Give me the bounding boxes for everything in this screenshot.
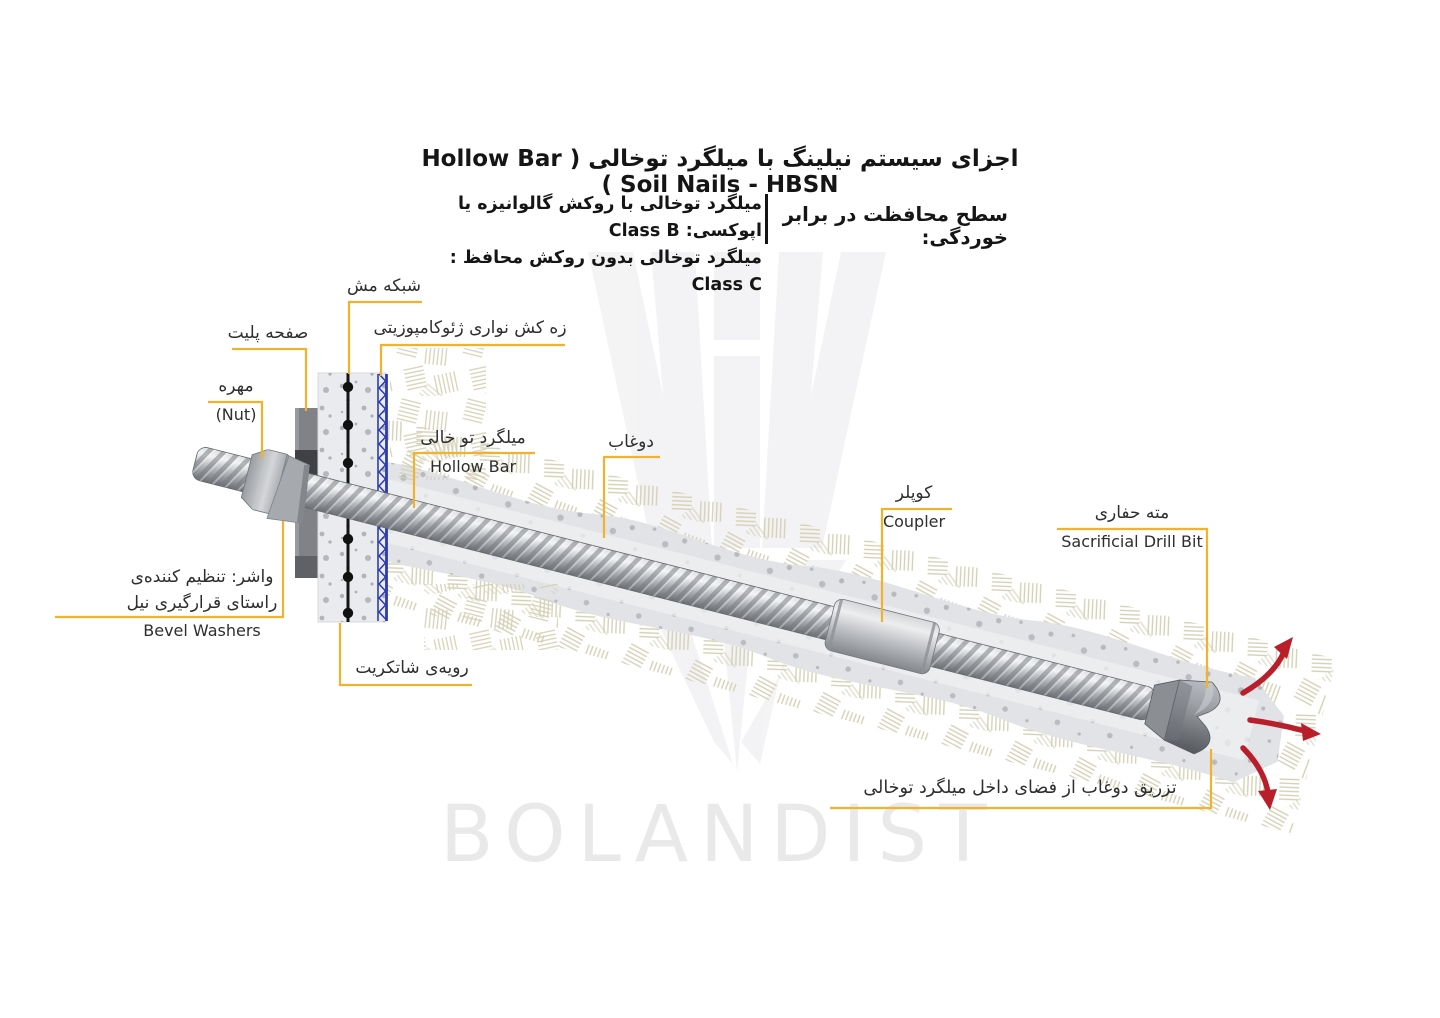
page-title: اجزای سیستم نیلینگ با میلگرد توخالی ( Ho… <box>421 146 1019 198</box>
callout-nut <box>208 400 264 458</box>
callout-hollow-bar <box>412 451 535 508</box>
corrosion-classes: میلگرد توخالی با روکش گالوانیزه یا اپوکس… <box>418 191 762 299</box>
label-coupler-en: Coupler <box>882 512 946 531</box>
label-nut-en: (Nut) <box>215 405 257 424</box>
label-grout-injection-fa: تزریق دوغاب از فضای داخل میلگرد توخالی <box>863 778 1177 798</box>
corrosion-divider <box>765 194 768 244</box>
label-washer-fa-line1: واشر: تنظیم کننده‌ی <box>130 567 274 587</box>
label-hollow-bar-fa: میلگرد تو خالی <box>420 428 526 448</box>
label-drill-bit-fa: مته حفاری <box>1094 503 1170 523</box>
label-washer-en: Bevel Washers <box>143 621 261 640</box>
callout-plate <box>232 347 308 411</box>
label-nut-fa: مهره <box>218 376 254 396</box>
drill-bit-part <box>1144 679 1221 755</box>
callout-drill-bit <box>1057 527 1209 688</box>
watermark-text: BOLANDIST <box>440 790 999 880</box>
label-coupler-fa: کوپلر <box>895 483 933 503</box>
label-drill-bit-en: Sacrificial Drill Bit <box>1061 532 1203 551</box>
callout-coupler <box>880 507 952 622</box>
label-shotcrete-fa: رویه‌ی شاتکریت <box>355 658 469 678</box>
callout-mesh <box>347 300 422 374</box>
soil-patch-upper <box>390 348 486 480</box>
callout-grout <box>602 455 660 538</box>
label-drain-fa: زه کش نواری ژئوکامپوزیتی <box>373 318 567 338</box>
callout-lines <box>55 300 1213 810</box>
coupler-part <box>824 598 940 675</box>
label-washer-fa-line2: راستای قرارگیری نیل <box>126 593 278 613</box>
label-plate-fa: صفحه پلیت <box>227 323 309 343</box>
corrosion-class-c: میلگرد توخالی بدون روکش محافظ : Class C <box>449 248 762 295</box>
soil-patch-lower <box>424 584 558 650</box>
corrosion-class-b: میلگرد توخالی با روکش گالوانیزه یا اپوکس… <box>457 194 762 241</box>
label-washer-fa: واشر: تنظیم کننده‌ی راستای قرارگیری نیل <box>116 564 288 616</box>
callout-injection <box>830 749 1213 810</box>
corrosion-heading: سطح محافظت در برابر خوردگی: <box>782 203 1008 249</box>
callout-drain <box>379 343 565 376</box>
label-mesh-fa: شبکه مش <box>346 276 422 296</box>
label-hollow-bar-en: Hollow Bar <box>429 457 517 476</box>
grout-spray-arrows-icon <box>1240 637 1321 810</box>
callout-shotcrete <box>338 623 472 687</box>
bevel-washer-part <box>266 455 310 524</box>
callout-washer <box>55 521 285 619</box>
label-grout-fa: دوغاب <box>608 432 654 452</box>
hollow-bar <box>192 447 1221 755</box>
nut-and-washer <box>240 449 310 524</box>
